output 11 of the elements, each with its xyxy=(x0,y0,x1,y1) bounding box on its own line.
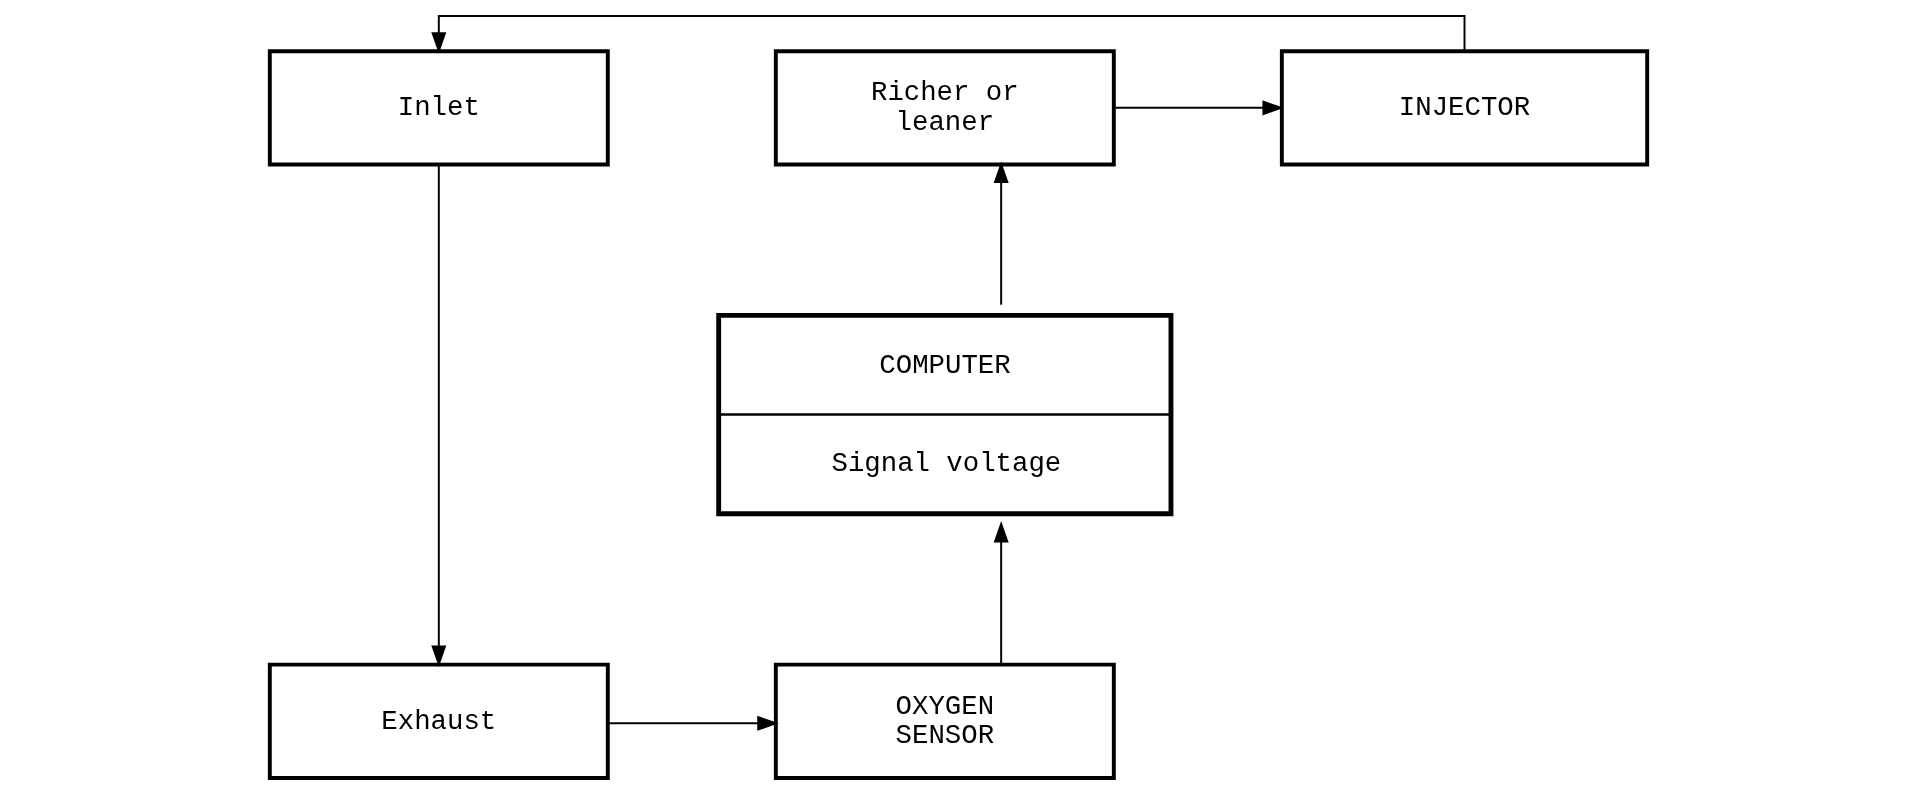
node-box: Exhaust xyxy=(267,662,610,780)
node-box: INJECTOR xyxy=(1279,49,1649,167)
arrow xyxy=(993,521,1009,666)
arrow xyxy=(430,164,446,668)
node-box: Richer or leaner xyxy=(773,49,1116,167)
arrow xyxy=(1112,100,1284,116)
node-box: Inlet xyxy=(267,49,610,167)
arrow xyxy=(430,15,1465,54)
node-box: OXYGEN SENSOR xyxy=(773,662,1116,780)
arrow xyxy=(606,715,779,731)
arrow xyxy=(993,161,1009,306)
